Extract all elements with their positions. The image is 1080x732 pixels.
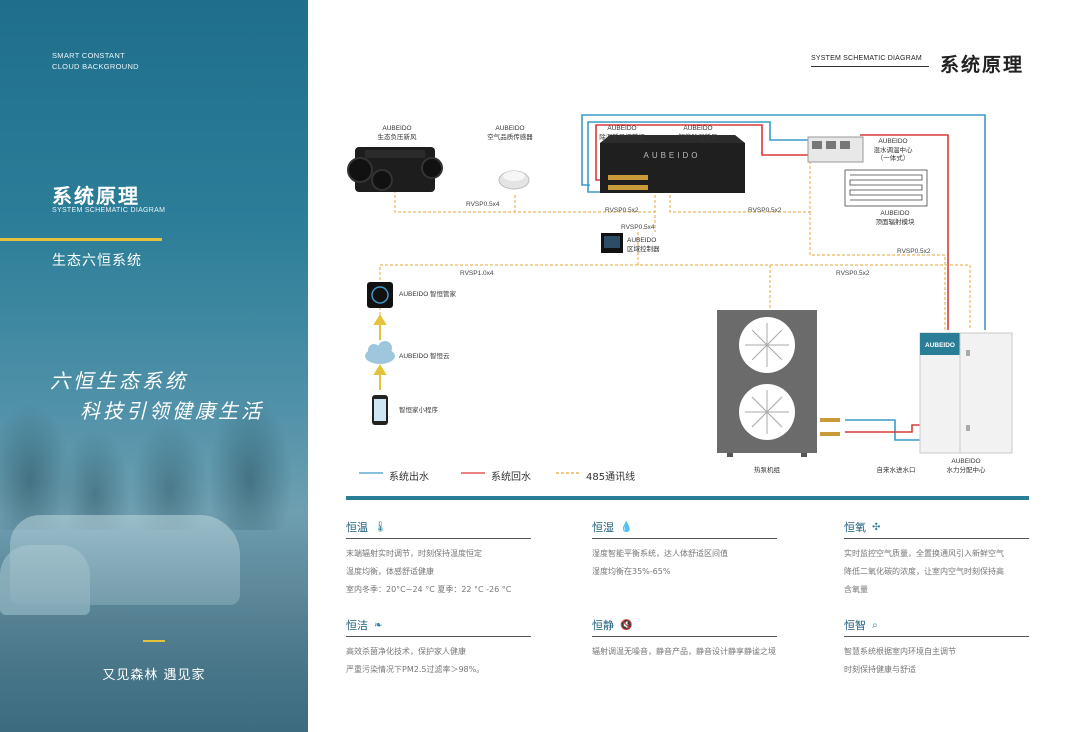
legend-comm: 485通讯线 bbox=[586, 472, 636, 483]
feature-temperature: 恒温🌡 末端辐射实时调节，时刻保持温度恒定 温度均衡，体感舒适健康 室内冬季：2… bbox=[346, 518, 536, 599]
feature-smart: 恒智⌕ 智慧系统根据室内环境自主调节 时刻保持健康与舒适 bbox=[844, 616, 1034, 679]
label-butler: AUBEIDO 智恒管家 bbox=[399, 291, 457, 298]
water-mixing-center bbox=[807, 136, 864, 163]
phone-device bbox=[372, 395, 388, 425]
slogan: 又见森林 遇见家 bbox=[102, 668, 206, 683]
radiant-module bbox=[844, 169, 928, 207]
legend-supply: 系统出水 bbox=[389, 472, 429, 483]
feature-title: 恒洁 bbox=[346, 619, 368, 632]
script-line-2: 科技引领健康生活 bbox=[80, 399, 264, 423]
left-title-en: SYSTEM SCHEMATIC DIAGRAM bbox=[52, 207, 166, 214]
zone-controller-device bbox=[601, 233, 623, 253]
thermometer-icon: 🌡 bbox=[374, 521, 387, 533]
air-sensor-device bbox=[498, 170, 530, 190]
fresh-air-unit bbox=[347, 147, 443, 192]
feature-title: 恒智 bbox=[844, 619, 866, 632]
feature-title: 恒静 bbox=[592, 619, 614, 632]
script-line-1: 六恒生态系统 bbox=[50, 369, 188, 393]
wire-label-6: RVSP0.5x2 bbox=[836, 270, 870, 277]
feature-humidity: 恒湿💧 湿度智能平衡系统，达人体舒适区间值 湿度均衡在35%-65% bbox=[592, 518, 782, 581]
label-heat-pump: 热泵机组 bbox=[754, 467, 780, 474]
leaf-icon: ❧ bbox=[374, 619, 383, 631]
feature-title: 恒氧 bbox=[844, 521, 866, 534]
header-title: 系统原理 bbox=[940, 54, 1025, 76]
supply-pipes bbox=[581, 114, 986, 441]
butler-panel-device bbox=[367, 282, 393, 308]
accent-bar bbox=[0, 238, 162, 241]
water-drop-icon: 💧 bbox=[620, 521, 633, 533]
label-mini-app: 智恒家小程序 bbox=[399, 407, 438, 414]
svg-text:AUBEIDO: AUBEIDO bbox=[925, 342, 955, 349]
cloud-device bbox=[365, 341, 395, 364]
return-pipes bbox=[595, 124, 949, 433]
wire-label-3: RVSP0.5x2 bbox=[748, 207, 782, 214]
header-en: SYSTEM SCHEMATIC DIAGRAM bbox=[811, 55, 922, 62]
wire-label-4: RVSP0.5x4 bbox=[621, 224, 655, 231]
legend-return: 系统回水 bbox=[491, 472, 531, 483]
brand-tagline: SMART CONSTANT CLOUD BACKGROUND bbox=[52, 50, 139, 72]
forest-background bbox=[0, 330, 308, 530]
feature-title: 恒温 bbox=[346, 521, 368, 534]
mute-speaker-icon: 🔇 bbox=[620, 619, 633, 631]
sofa-image bbox=[10, 515, 240, 605]
feature-clean: 恒洁❧ 高效杀菌净化技术，保护家人健康 严重污染情况下PM2.5过滤率＞98%。 bbox=[346, 616, 536, 679]
header-rule bbox=[811, 66, 929, 67]
heat-pump-device bbox=[717, 310, 840, 457]
svg-text:AUBEIDO: AUBEIDO bbox=[643, 151, 700, 160]
tagline-line-1: SMART CONSTANT bbox=[52, 51, 125, 60]
smart-search-icon: ⌕ bbox=[872, 619, 878, 631]
feature-quiet: 恒静🔇 辐射调温无噪音，静音产品，静音设计静享静谧之境 bbox=[592, 619, 777, 656]
section-divider bbox=[346, 496, 1029, 500]
left-panel: SMART CONSTANT CLOUD BACKGROUND 系统原理 SYS… bbox=[0, 0, 308, 732]
wire-label-2: RVSP0.5x2 bbox=[605, 207, 639, 214]
feature-title: 恒湿 bbox=[592, 521, 614, 534]
comm-lines bbox=[379, 160, 971, 330]
dehumid-unit: AUBEIDO bbox=[600, 135, 745, 193]
label-cloud: AUBEIDO 智恒云 bbox=[399, 353, 450, 360]
flow-arrows bbox=[373, 314, 387, 390]
accent-dash bbox=[143, 640, 165, 642]
left-title: 系统原理 bbox=[52, 184, 140, 208]
wire-label-5: RVSP1.0x4 bbox=[460, 270, 494, 277]
feature-oxygen: 恒氧✣ 实时监控空气质量，全置换通风引入新鲜空气 降低二氧化碳的浓度，让室内空气… bbox=[844, 518, 1034, 599]
wire-label-7: RVSP0.5x2 bbox=[897, 248, 931, 255]
tagline-line-2: CLOUD BACKGROUND bbox=[52, 62, 139, 71]
wire-label-1: RVSP0.5x4 bbox=[466, 201, 500, 208]
label-tap-water: 自来水进水口 bbox=[876, 467, 916, 474]
left-subtitle: 生态六恒系统 bbox=[52, 253, 142, 269]
oxygen-icon: ✣ bbox=[872, 521, 881, 533]
hydro-center-device: AUBEIDO bbox=[919, 332, 1013, 454]
